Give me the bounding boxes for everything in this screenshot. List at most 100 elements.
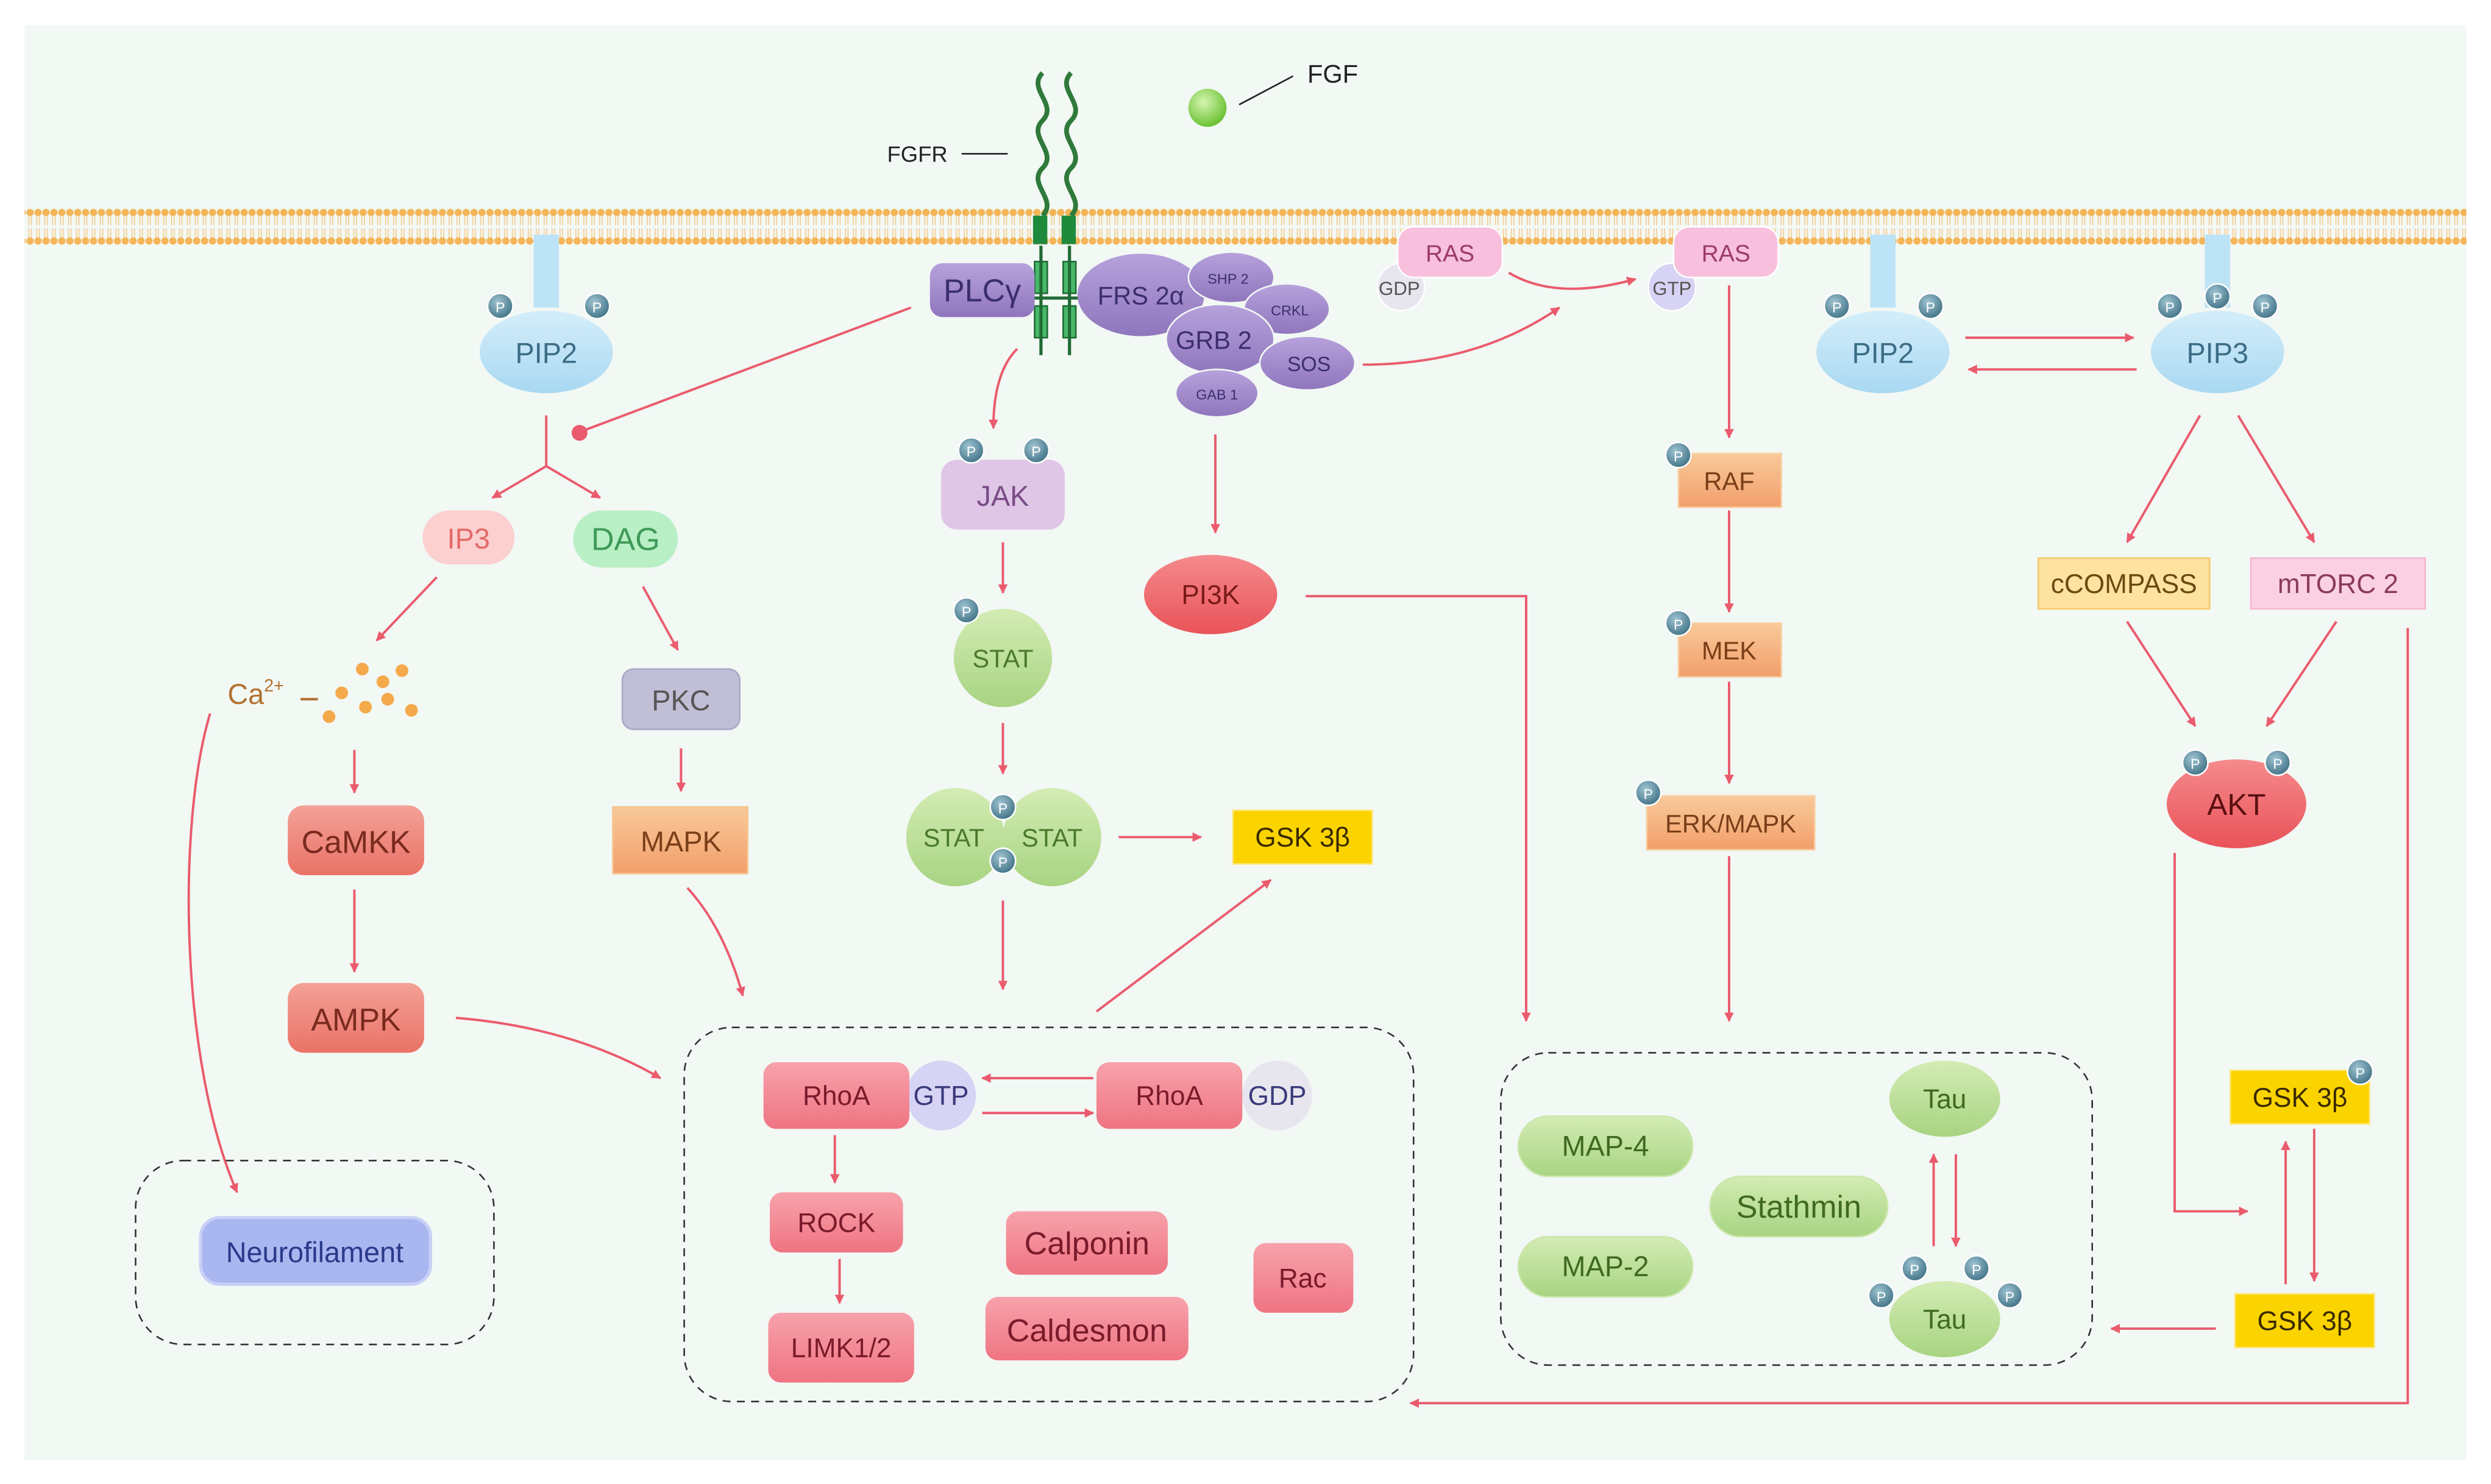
caldesmon-node: Caldesmon: [985, 1297, 1189, 1361]
ampk-label: AMPK: [311, 1003, 401, 1038]
phospho-badge: P: [2156, 292, 2184, 320]
phospho-badge: P: [1665, 441, 1692, 469]
phospho-badge: P: [2251, 292, 2279, 320]
gtp-rhoa-label: GTP: [914, 1081, 969, 1111]
rhoa-gtp-node: RhoA GTP: [763, 1060, 976, 1131]
rhoa-gdp-node: RhoA GDP: [1096, 1060, 1312, 1131]
limk-label: LIMK1/2: [791, 1333, 892, 1363]
mek-label: MEK: [1702, 636, 1757, 665]
gsk3b-label: GSK 3β: [2257, 1307, 2352, 1337]
mtorc2-node: mTORC 2: [2250, 557, 2426, 610]
tau-top-node: Tau: [1889, 1060, 2000, 1137]
pip3-label: PIP3: [2186, 338, 2248, 369]
ampk-node: AMPK: [288, 982, 424, 1053]
stat-single-label: STAT: [972, 644, 1033, 673]
map2-node: MAP-2: [1517, 1235, 1694, 1298]
svg-text:P: P: [1674, 617, 1683, 633]
stat-single-node: STAT: [953, 608, 1053, 708]
gsk3b-node: GSK 3β: [2234, 1293, 2376, 1349]
phospho-badge: P: [1635, 779, 1662, 806]
phospho-badge: P: [2204, 283, 2231, 310]
cell-membrane: [24, 204, 2467, 246]
plcg-node: PLCγ: [929, 263, 1035, 318]
fgfr-receptor: [1026, 71, 1081, 355]
ip3-node: IP3: [422, 510, 515, 565]
ras-left-label: RAS: [1426, 241, 1474, 267]
map4-label: MAP-4: [1562, 1130, 1649, 1162]
svg-text:P: P: [1926, 299, 1936, 315]
stat-dimer-left-label: STAT: [923, 823, 984, 852]
gsk3b-p-label: GSK 3β: [2253, 1083, 2348, 1113]
tau-top-label: Tau: [1923, 1084, 1966, 1114]
shp2-label: SHP 2: [1207, 271, 1248, 287]
mapk-node: MAPK: [612, 806, 748, 875]
stathmin-node: Stathmin: [1709, 1176, 1889, 1238]
phospho-badge: P: [1665, 609, 1692, 637]
akt-label: AKT: [2207, 788, 2265, 822]
akt-node: AKT: [2166, 759, 2306, 848]
phospho-badge: P: [486, 292, 514, 320]
jak-label: JAK: [977, 480, 1029, 512]
svg-text:P: P: [1832, 299, 1842, 315]
phospho-badge: P: [2264, 749, 2292, 776]
stathmin-label: Stathmin: [1736, 1190, 1861, 1225]
svg-text:P: P: [2005, 1289, 2015, 1305]
svg-text:P: P: [967, 444, 976, 460]
svg-text:P: P: [998, 801, 1008, 817]
dag-node: DAG: [573, 510, 678, 568]
phospho-badge: P: [958, 436, 985, 464]
caldesmon-label: Caldesmon: [1007, 1313, 1167, 1349]
pi3k-node: PI3K: [1144, 555, 1277, 634]
raf-node: RAF: [1677, 452, 1783, 508]
svg-text:P: P: [592, 299, 602, 315]
svg-text:P: P: [2356, 1065, 2365, 1081]
phospho-badge: P: [989, 847, 1017, 875]
svg-text:P: P: [496, 299, 505, 315]
fgfr-label: FGFR: [887, 141, 948, 166]
stat-dimer-node: STAT STAT: [906, 787, 1101, 887]
grb2-label: GRB 2: [1176, 325, 1252, 354]
mapk-label: MAPK: [641, 826, 722, 857]
calcium-ions: Ca2+: [227, 662, 418, 723]
rhoa-gtp-label: RhoA: [803, 1081, 870, 1111]
svg-text:P: P: [1674, 449, 1683, 464]
gdp-ras-label: GDP: [1379, 278, 1420, 299]
erk-mapk-node: ERK/MAPK: [1646, 795, 1816, 851]
sos-label: SOS: [1287, 353, 1331, 376]
svg-text:P: P: [2165, 299, 2175, 315]
phospho-badge: P: [583, 292, 611, 320]
phospho-badge: P: [1963, 1255, 1990, 1282]
pi3k-label: PI3K: [1181, 580, 1240, 610]
calponin-label: Calponin: [1025, 1226, 1150, 1262]
jak-node: JAK: [941, 460, 1065, 530]
svg-text:P: P: [2273, 756, 2283, 772]
rhoa-gdp-label: RhoA: [1135, 1081, 1203, 1111]
phospho-badge: P: [989, 793, 1017, 821]
rock-label: ROCK: [797, 1208, 875, 1238]
dag-label: DAG: [591, 522, 660, 558]
svg-text:P: P: [1972, 1262, 1981, 1278]
phospho-badge: P: [1917, 292, 1944, 320]
gab1-label: GAB 1: [1196, 387, 1238, 403]
pip2-right-node: PIP2: [1816, 235, 1950, 394]
fgf-pointer: [1238, 75, 1294, 105]
map4-node: MAP-4: [1517, 1115, 1694, 1177]
pip2-right-label: PIP2: [1852, 338, 1914, 369]
pip2-left-label: PIP2: [515, 338, 577, 369]
phospho-badge: P: [1996, 1282, 2024, 1309]
svg-text:P: P: [2212, 290, 2222, 306]
phospho-badge: P: [953, 597, 980, 624]
frs2a-label: FRS 2α: [1098, 281, 1184, 310]
svg-text:P: P: [2260, 299, 2270, 315]
ccompass-label: cCOMPASS: [2051, 569, 2197, 599]
pkc-label: PKC: [652, 684, 710, 716]
neurofilament-label: Neurofilament: [226, 1237, 403, 1268]
svg-text:P: P: [2191, 756, 2200, 772]
phospho-badge: P: [1867, 1282, 1895, 1309]
ras-gdp-node: RAS GDP: [1376, 225, 1504, 312]
raf-label: RAF: [1704, 467, 1754, 495]
phospho-badge: P: [1823, 292, 1850, 320]
plcg-label: PLCγ: [943, 273, 1021, 308]
phospho-badge: P: [1022, 436, 1050, 464]
phospho-badge: P: [2347, 1058, 2374, 1085]
